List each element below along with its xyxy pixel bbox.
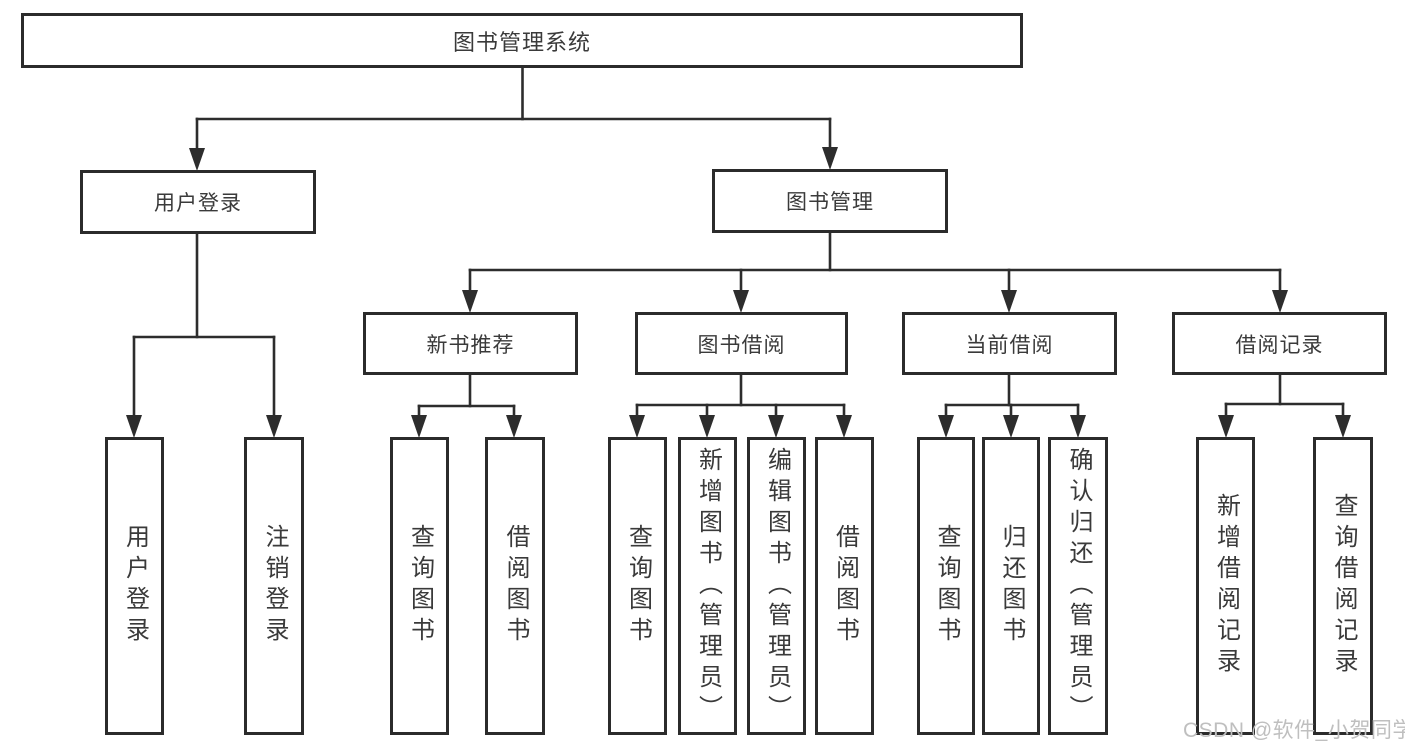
node-current-borrow: 当前借阅: [902, 312, 1117, 375]
node-label: 图书借阅: [697, 333, 786, 357]
leaf-label: 归还图书: [998, 524, 1025, 648]
leaf-confirm-return-admin: 确认归还（管理员）: [1048, 437, 1108, 735]
leaf-label: 用户登录: [121, 524, 149, 648]
leaf-query-books-borrow: 查询图书: [608, 437, 667, 735]
csdn-watermark: CSDN @软件_小贺同学: [1183, 719, 1405, 742]
leaf-label: 查询图书: [406, 524, 434, 648]
node-label: 图书管理: [786, 191, 874, 214]
node-label: 当前借阅: [965, 333, 1054, 357]
leaf-label: 新增借阅记录: [1212, 493, 1240, 679]
leaf-borrow-books-recommend: 借阅图书: [485, 437, 545, 735]
node-book-management: 图书管理: [712, 169, 948, 233]
leaf-label: 编辑图书（管理员）: [763, 446, 791, 726]
node-label: 图书管理系统: [452, 29, 591, 55]
leaf-label: 借阅图书: [502, 524, 529, 648]
node-book-borrow: 图书借阅: [635, 312, 848, 375]
leaf-query-books-current: 查询图书: [917, 437, 975, 735]
leaf-label: 借阅图书: [831, 524, 859, 648]
leaf-label: 查询图书: [933, 524, 960, 648]
node-label: 借阅记录: [1235, 333, 1324, 357]
leaf-logout: 注销登录: [244, 437, 304, 735]
leaf-add-books-admin: 新增图书（管理员）: [678, 437, 737, 735]
leaf-label: 查询借阅记录: [1330, 493, 1357, 679]
leaf-user-login: 用户登录: [105, 437, 164, 735]
node-label: 新书推荐: [426, 333, 515, 357]
leaf-edit-books-admin: 编辑图书（管理员）: [747, 437, 806, 735]
leaf-label: 查询图书: [624, 524, 652, 648]
leaf-label: 确认归还（管理员）: [1065, 446, 1092, 726]
node-user-login: 用户登录: [80, 170, 316, 234]
leaf-borrow-books-borrow: 借阅图书: [815, 437, 874, 735]
leaf-query-borrow-record: 查询借阅记录: [1313, 437, 1373, 735]
leaf-label: 注销登录: [261, 524, 288, 648]
leaf-return-books: 归还图书: [982, 437, 1040, 735]
node-new-book-recommend: 新书推荐: [363, 312, 578, 375]
leaf-query-books-recommend: 查询图书: [390, 437, 449, 735]
leaf-label: 新增图书（管理员）: [694, 446, 722, 726]
node-borrow-records: 借阅记录: [1172, 312, 1387, 375]
leaf-add-borrow-record: 新增借阅记录: [1196, 437, 1255, 735]
node-label: 用户登录: [154, 192, 242, 215]
node-library-management-system: 图书管理系统: [21, 13, 1023, 68]
